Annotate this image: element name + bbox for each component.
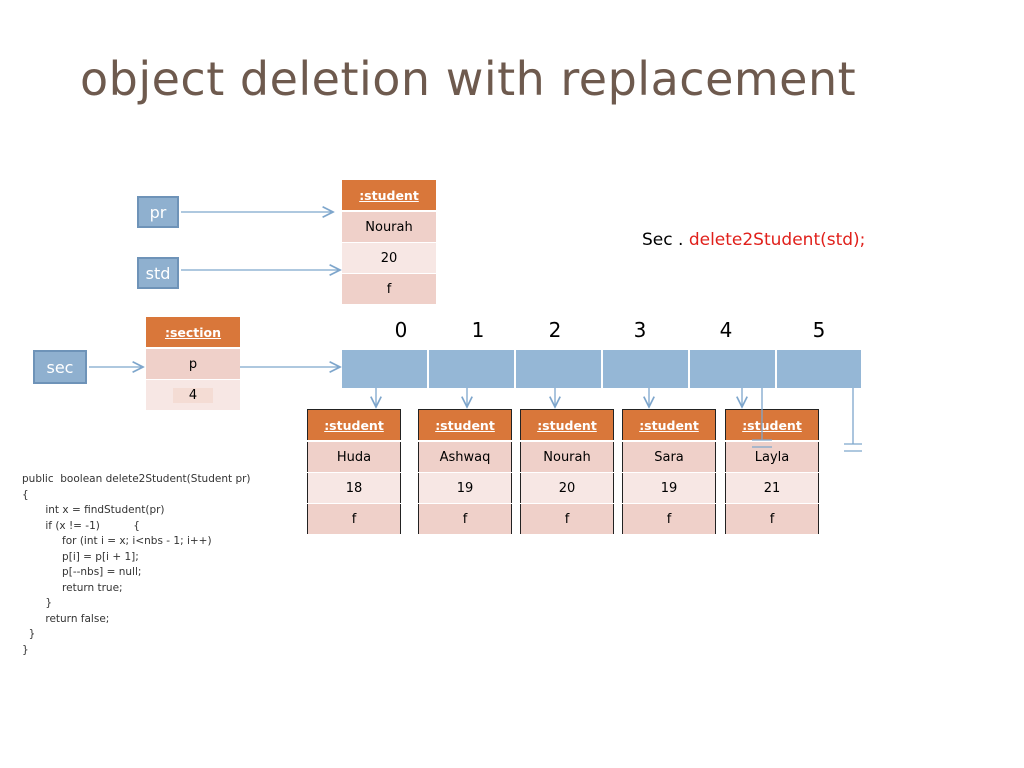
object-header: :student — [342, 180, 436, 212]
student-age: 20 — [520, 472, 614, 504]
student-name: Nourah — [520, 441, 614, 473]
array-cell — [690, 350, 777, 388]
student-gender: f — [418, 503, 512, 535]
object-header: :student — [418, 409, 512, 442]
array-index: 1 — [471, 318, 485, 342]
student-age: 19 — [622, 472, 716, 504]
object-header: :student — [622, 409, 716, 442]
method-call: Sec . delete2Student(std); — [642, 230, 865, 250]
student-name: Ashwaq — [418, 441, 512, 473]
code-line: p[--nbs] = null; — [22, 566, 142, 578]
array-index: 3 — [633, 318, 647, 342]
student-gender: f — [725, 503, 819, 535]
slide-title: object deletion with replacement — [80, 52, 857, 106]
code-line: } — [22, 597, 53, 609]
array-cell — [342, 350, 429, 388]
student-age: 18 — [307, 472, 401, 504]
object-header: :student — [725, 409, 819, 442]
student-name: Sara — [622, 441, 716, 473]
student-gender: f — [307, 503, 401, 535]
code-line: return false; — [22, 612, 110, 625]
code-line: p[i] = p[i + 1]; — [22, 550, 139, 563]
student-object-top: :student Nourah 20 f — [342, 180, 436, 305]
code-line: return true; — [22, 581, 123, 594]
code-block: public boolean delete2Student(Student pr… — [22, 472, 251, 658]
student-age: 21 — [725, 472, 819, 504]
object-header: :student — [520, 409, 614, 442]
student-name: Huda — [307, 441, 401, 473]
var-sec-label: sec — [46, 357, 74, 377]
code-line: public boolean delete2Student(Student pr… — [22, 473, 251, 485]
array-cell — [777, 350, 861, 388]
method-call-name: delete2Student(std); — [688, 230, 866, 250]
student-object: :student Layla 21 f — [725, 409, 819, 535]
object-header: :student — [307, 409, 401, 442]
code-line: } — [22, 628, 36, 640]
student-object: :student Ashwaq 19 f — [418, 409, 512, 535]
student-age: 19 — [418, 472, 512, 504]
code-line: { — [22, 488, 29, 501]
array-cell — [429, 350, 516, 388]
array-cell — [516, 350, 603, 388]
code-line: for (int i = x; i<nbs - 1; i++) — [22, 535, 212, 547]
student-gender: f — [342, 273, 436, 305]
var-sec: sec — [33, 350, 87, 384]
method-call-prefix: Sec . — [642, 230, 689, 250]
student-name: Layla — [725, 441, 819, 473]
var-pr-label: pr — [149, 202, 167, 222]
code-line: int x = findStudent(pr) — [22, 504, 165, 516]
student-object: :student Sara 19 f — [622, 409, 716, 535]
code-line: } — [22, 643, 29, 656]
student-object: :student Huda 18 f — [307, 409, 401, 535]
student-object: :student Nourah 20 f — [520, 409, 614, 535]
section-object: :section p 4 — [146, 317, 240, 411]
section-field-nbs: 4 — [146, 379, 240, 411]
section-field-nbs-value: 4 — [173, 387, 213, 403]
object-header: :section — [146, 317, 240, 349]
student-age: 20 — [342, 242, 436, 274]
section-field-p: p — [146, 348, 240, 380]
student-gender: f — [622, 503, 716, 535]
array-index: 4 — [719, 318, 733, 342]
array-index: 5 — [812, 318, 826, 342]
code-line: if (x != -1) { — [22, 519, 140, 532]
array-cell — [603, 350, 690, 388]
var-std: std — [137, 257, 179, 289]
student-name: Nourah — [342, 211, 436, 243]
var-pr: pr — [137, 196, 179, 228]
var-std-label: std — [145, 263, 171, 283]
student-gender: f — [520, 503, 614, 535]
array-index: 0 — [394, 318, 408, 342]
array-index: 2 — [548, 318, 562, 342]
